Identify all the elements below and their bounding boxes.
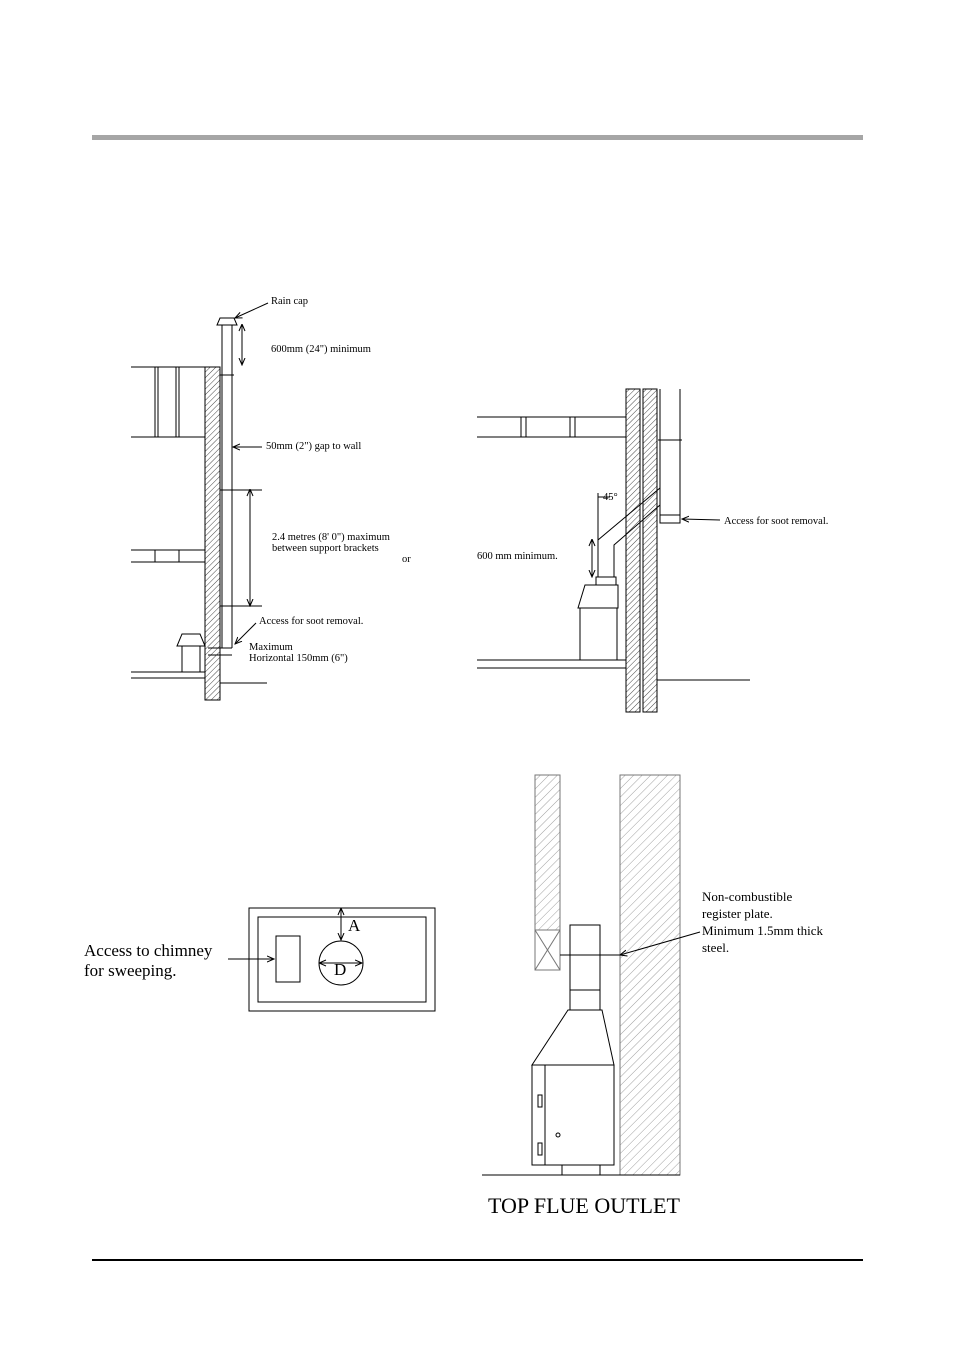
- diagram-through-wall-flue: [477, 388, 750, 713]
- label-bracket-spacing-line1: 2.4 metres (8' 0") maximum: [272, 532, 390, 543]
- label-rain-cap: Rain cap: [271, 296, 308, 307]
- label-600mm-minimum: 600mm (24") minimum: [271, 344, 371, 355]
- diagram-register-plate-plan: [228, 907, 436, 1012]
- label-gap-to-wall: 50mm (2") gap to wall: [266, 441, 361, 452]
- label-access-chimney-line2: for sweeping.: [84, 961, 177, 980]
- label-600mm-minimum-2: 600 mm minimum.: [477, 551, 558, 562]
- label-access-chimney-line1: Access to chimney: [84, 941, 213, 960]
- label-maximum: Maximum: [249, 642, 293, 653]
- title-top-flue-outlet: TOP FLUE OUTLET: [488, 1193, 680, 1218]
- label-soot-access-1: Access for soot removal.: [259, 616, 363, 627]
- label-plate-line1: Non-combustible: [702, 889, 792, 904]
- label-plate-line3: Minimum 1.5mm thick: [702, 923, 823, 938]
- label-plate-line4: steel.: [702, 940, 729, 955]
- header-bar: [92, 135, 863, 140]
- label-or: or: [402, 554, 411, 565]
- label-a: A: [348, 916, 361, 935]
- label-45-degrees: 45°: [603, 492, 618, 503]
- label-soot-access-2: Access for soot removal.: [724, 516, 828, 527]
- footer-rule: [92, 1259, 863, 1261]
- label-horizontal-150mm: Horizontal 150mm (6"): [249, 653, 348, 664]
- label-d: D: [334, 960, 346, 979]
- label-bracket-spacing-line2: between support brackets: [272, 543, 379, 554]
- diagram-external-flue: [131, 302, 269, 701]
- diagram-top-flue-outlet: [482, 774, 701, 1176]
- label-plate-line2: register plate.: [702, 906, 773, 921]
